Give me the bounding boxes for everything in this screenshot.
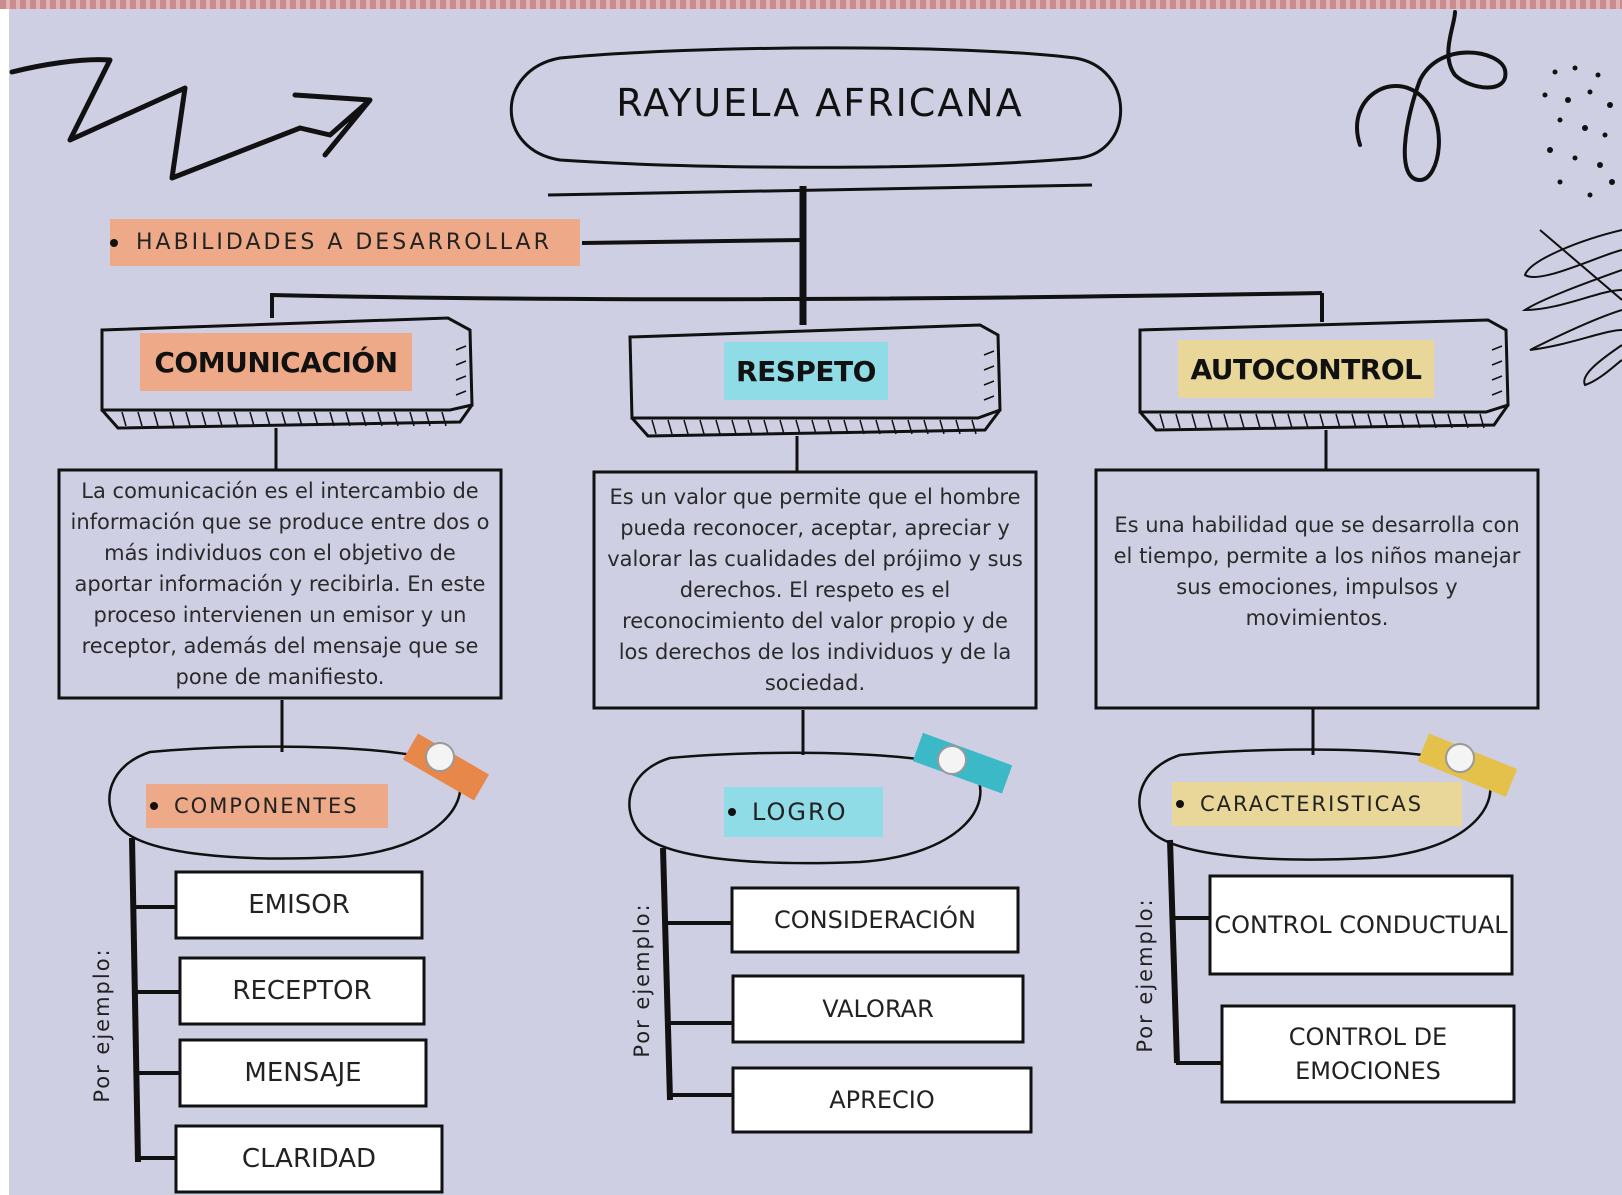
bullet-dot — [110, 238, 118, 247]
subheading-componentes: COMPONENTES — [146, 784, 388, 828]
tape-pin-3 — [1417, 733, 1518, 797]
tape-pin-2 — [912, 732, 1013, 794]
description-comunicacion: La comunicación es el intercambio de inf… — [70, 478, 490, 689]
heading-autocontrol: AUTOCONTROL — [1178, 340, 1434, 398]
bullet-dot — [728, 808, 736, 816]
item-aprecio: APRECIO — [829, 1086, 935, 1114]
heading-respeto: RESPETO — [724, 342, 888, 400]
desc-box-3-outline — [1094, 468, 1540, 710]
item-control-emociones: CONTROL DE EMOCIONES — [1288, 1023, 1448, 1085]
loop-decoration — [1355, 10, 1508, 183]
bullet-dot — [150, 802, 158, 810]
example-label-1: Por ejemplo: — [90, 947, 114, 1103]
subheading-text: CARACTERISTICAS — [1200, 792, 1424, 816]
item-claridad: CLARIDAD — [241, 1144, 377, 1174]
top-border-strip — [0, 0, 1622, 9]
subheading-caracteristicas: CARACTERISTICAS — [1172, 782, 1462, 826]
page-title: RAYUELA AFRICANA — [616, 81, 1024, 125]
subheading-text: LOGRO — [752, 798, 848, 826]
subheading-text: COMPONENTES — [174, 794, 359, 818]
zigzag-arrow-decoration — [9, 57, 373, 181]
subheading-logro: LOGRO — [724, 787, 883, 837]
item-consideracion: CONSIDERACIÓN — [774, 906, 976, 934]
item-emisor: EMISOR — [248, 890, 350, 920]
example-label-3: Por ejemplo: — [1133, 897, 1157, 1053]
scribble-decoration — [1521, 229, 1622, 387]
item-control-conductual: CONTROL CONDUCTUAL — [1214, 911, 1508, 939]
description-autocontrol: Es una habilidad que se desarrolla con e… — [1113, 513, 1521, 630]
desc-box-1-outline — [57, 468, 503, 700]
item-receptor: RECEPTOR — [232, 976, 372, 1006]
example-label-2: Por ejemplo: — [630, 902, 654, 1058]
bullet-dot — [1176, 800, 1184, 808]
tape-pin-1 — [402, 733, 490, 801]
dots-decoration — [1542, 65, 1615, 198]
desc-box-2-outline — [592, 470, 1038, 710]
title-oval — [509, 46, 1123, 169]
description-respeto: Es un valor que permite que el hombre pu… — [607, 484, 1023, 695]
habilidades-label: HABILIDADES A DESARROLLAR — [110, 219, 580, 266]
item-mensaje: MENSAJE — [244, 1058, 362, 1088]
heading-comunicacion: COMUNICACIÓN — [140, 333, 412, 391]
left-page-edge — [0, 9, 9, 1195]
item-valorar: VALORAR — [822, 995, 934, 1023]
habilidades-text: HABILIDADES A DESARROLLAR — [136, 230, 552, 255]
